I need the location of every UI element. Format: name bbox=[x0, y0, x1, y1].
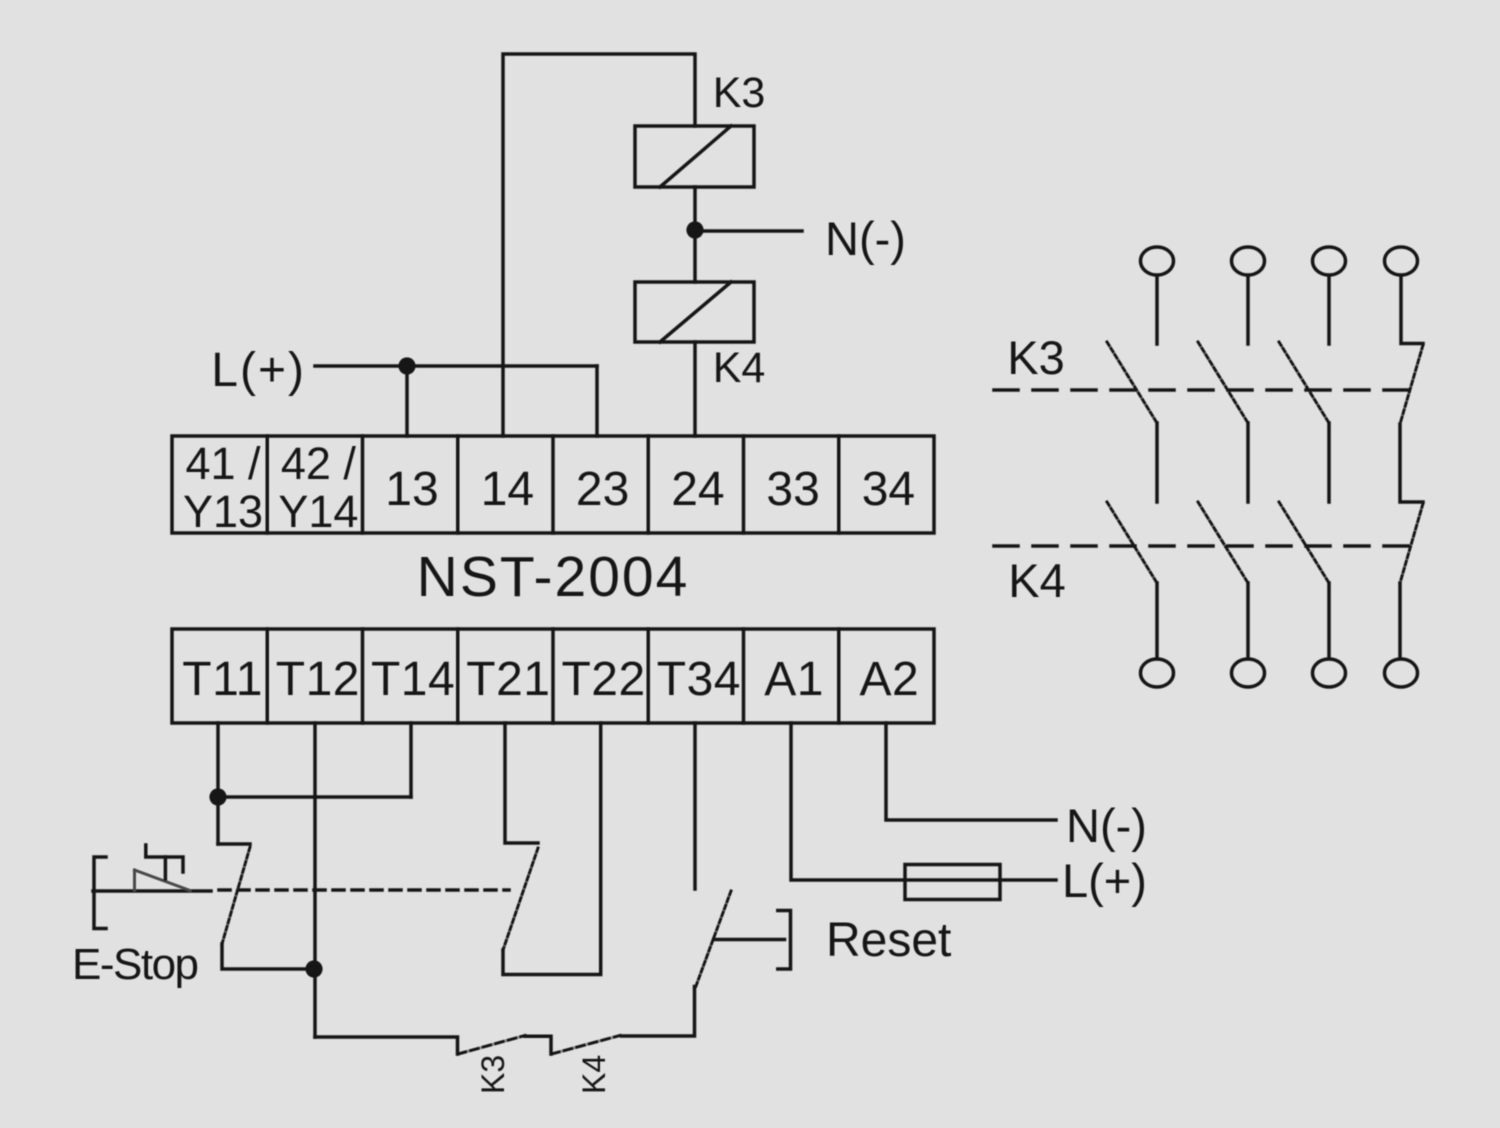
svg-text:NST-2004: NST-2004 bbox=[417, 545, 690, 609]
svg-text:41 /: 41 / bbox=[185, 438, 261, 489]
svg-text:Y14: Y14 bbox=[278, 486, 358, 537]
svg-text:23: 23 bbox=[576, 463, 629, 516]
svg-text:T12: T12 bbox=[276, 653, 360, 706]
svg-text:K3: K3 bbox=[713, 69, 766, 117]
svg-text:K4: K4 bbox=[576, 1055, 612, 1094]
svg-text:T14: T14 bbox=[371, 653, 455, 706]
svg-text:N(-): N(-) bbox=[825, 212, 906, 265]
svg-text:K4: K4 bbox=[713, 344, 766, 392]
svg-text:L(+): L(+) bbox=[1062, 854, 1147, 907]
svg-text:T21: T21 bbox=[466, 653, 550, 706]
svg-text:K4: K4 bbox=[1008, 554, 1066, 607]
svg-text:N(-): N(-) bbox=[1066, 799, 1147, 852]
svg-text:34: 34 bbox=[862, 463, 915, 516]
svg-text:14: 14 bbox=[481, 463, 534, 516]
svg-text:L(+): L(+) bbox=[211, 344, 306, 397]
svg-text:A1: A1 bbox=[764, 653, 824, 706]
svg-text:K3: K3 bbox=[1007, 331, 1065, 384]
svg-text:T22: T22 bbox=[561, 653, 645, 706]
svg-text:13: 13 bbox=[385, 463, 438, 516]
svg-text:T34: T34 bbox=[657, 653, 741, 706]
svg-text:24: 24 bbox=[671, 463, 724, 516]
svg-text:E-Stop: E-Stop bbox=[72, 940, 198, 989]
svg-text:A2: A2 bbox=[860, 653, 920, 706]
svg-text:K3: K3 bbox=[475, 1055, 511, 1094]
svg-text:Y13: Y13 bbox=[183, 486, 263, 537]
svg-text:Reset: Reset bbox=[826, 914, 951, 967]
svg-text:33: 33 bbox=[766, 463, 819, 516]
svg-text:42 /: 42 / bbox=[281, 438, 357, 489]
svg-text:T11: T11 bbox=[182, 653, 263, 706]
